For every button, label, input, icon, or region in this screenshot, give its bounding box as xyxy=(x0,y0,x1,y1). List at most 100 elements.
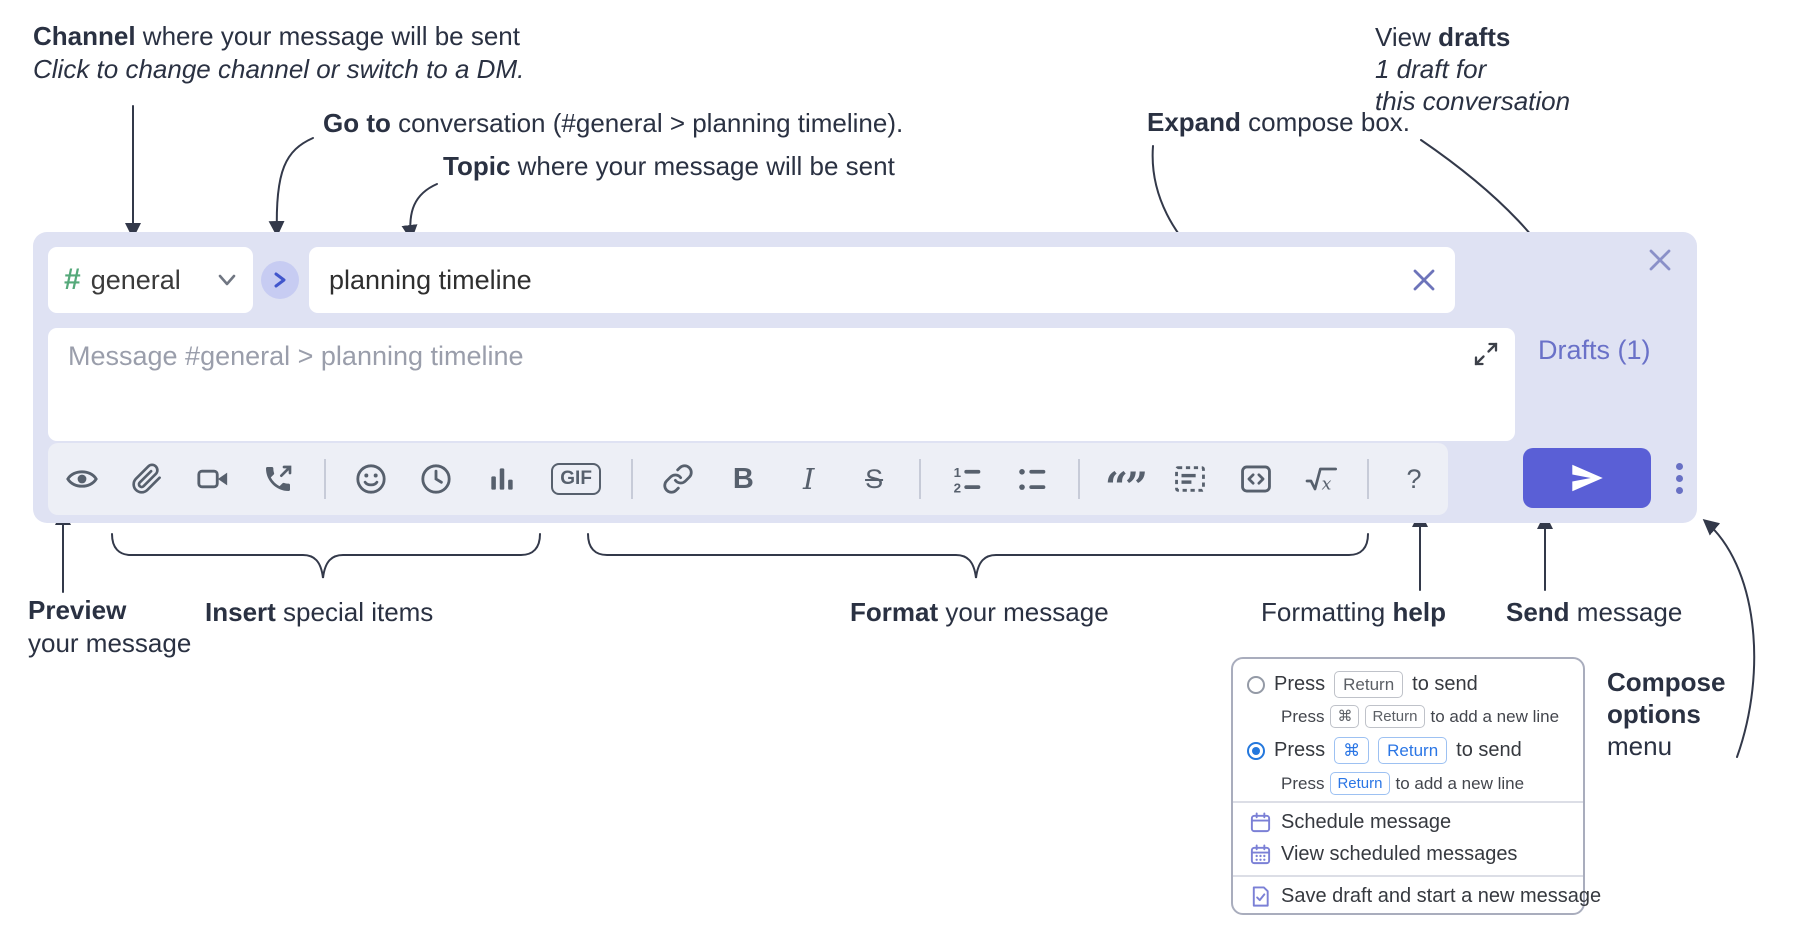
calendar-icon xyxy=(1250,812,1271,833)
toolbar-divider xyxy=(323,459,326,499)
kbd-return-blue: Return xyxy=(1378,737,1448,764)
option-cmd-enter-to-send[interactable]: Press ⌘ Return to send xyxy=(1247,737,1522,764)
svg-text:x: x xyxy=(1322,475,1332,495)
kbd-return: Return xyxy=(1365,705,1425,728)
kbd-return: Return xyxy=(1334,671,1404,698)
start-audio-call-button[interactable] xyxy=(258,456,298,502)
link-icon xyxy=(663,464,693,494)
quote-button[interactable]: “” xyxy=(1105,456,1148,511)
preview-button[interactable] xyxy=(62,456,102,502)
expand-icon xyxy=(1474,342,1498,366)
option-enter-to-send[interactable]: Press Return to send xyxy=(1247,671,1478,698)
insert-annotation: Insert special items xyxy=(205,597,434,627)
option-enter-subtext: Press ⌘ Return to add a new line xyxy=(1281,705,1559,728)
topic-annotation: Topic where your message will be sent xyxy=(443,151,895,181)
strikethrough-button[interactable]: S xyxy=(854,456,894,502)
add-global-time-button[interactable] xyxy=(416,456,456,502)
question-mark-icon: ? xyxy=(1406,463,1422,494)
expand-compose-button[interactable] xyxy=(1471,339,1501,369)
menu-divider xyxy=(1233,801,1583,803)
toolbar-divider xyxy=(1366,459,1369,499)
close-icon xyxy=(1649,249,1671,271)
radio-unselected-icon[interactable] xyxy=(1247,675,1265,694)
start-video-call-button[interactable] xyxy=(193,456,233,502)
menu-item-save-draft[interactable]: Save draft and start a new message xyxy=(1249,885,1601,908)
strikethrough-icon: S xyxy=(865,463,884,494)
hash-icon: # xyxy=(64,263,81,296)
goto-conversation-button[interactable] xyxy=(261,261,299,299)
compose-options-arrow xyxy=(1702,519,1756,758)
attach-file-button[interactable] xyxy=(127,456,167,502)
menu-item-view-scheduled[interactable]: View scheduled messages xyxy=(1249,843,1517,866)
insert-brace xyxy=(111,533,541,579)
compose-box: # general planning timeline Message #gen… xyxy=(33,232,1697,523)
kbd-cmd-blue: ⌘ xyxy=(1334,737,1370,764)
channel-selector[interactable]: # general xyxy=(48,247,253,313)
numbered-list-icon: 1 2 xyxy=(954,465,981,495)
bold-icon: B xyxy=(732,462,754,495)
toolbar-divider xyxy=(919,459,922,499)
topic-arrow xyxy=(401,183,438,241)
expand-annotation: Expand compose box. xyxy=(1147,107,1411,137)
link-button[interactable] xyxy=(658,456,698,502)
calendar-dots-icon xyxy=(1250,844,1271,865)
toolbar-divider xyxy=(630,459,633,499)
channel-annotation: Channel where your message will be sent … xyxy=(33,20,524,86)
video-camera-icon xyxy=(197,469,227,489)
channel-annotation-line2: Click to change channel or switch to a D… xyxy=(33,54,525,84)
code-button[interactable] xyxy=(1236,456,1276,502)
bulleted-list-button[interactable] xyxy=(1012,456,1052,502)
drafts-link[interactable]: Drafts (1) xyxy=(1538,335,1651,365)
clock-icon xyxy=(421,464,451,494)
formatting-help-annotation: Formatting help xyxy=(1261,597,1446,627)
close-compose-button[interactable] xyxy=(1642,242,1678,278)
code-icon xyxy=(1240,465,1271,493)
gif-icon: GIF xyxy=(551,463,601,495)
add-gif-button[interactable]: GIF xyxy=(547,456,605,502)
option-cmd-enter-subtext: Press Return to add a new line xyxy=(1281,772,1524,795)
menu-item-schedule-message[interactable]: Schedule message xyxy=(1249,811,1451,834)
send-button[interactable] xyxy=(1523,448,1651,508)
spoiler-icon xyxy=(1175,466,1206,492)
numbered-list-button[interactable]: 1 2 xyxy=(947,456,987,502)
spoiler-button[interactable] xyxy=(1170,456,1210,502)
bold-button[interactable]: B xyxy=(723,456,763,502)
view-drafts-annotation: View drafts 1 draft for this conversatio… xyxy=(1375,21,1570,117)
message-textarea[interactable]: Message #general > planning timeline xyxy=(48,328,1515,441)
topic-value: planning timeline xyxy=(329,264,532,295)
topic-input[interactable]: planning timeline xyxy=(309,247,1455,313)
bar-chart-icon xyxy=(491,468,513,490)
add-poll-button[interactable] xyxy=(482,456,522,502)
compose-options-menu: Press Return to send Press ⌘ Return to a… xyxy=(1231,657,1601,915)
channel-annotation-line1: Channel where your message will be sent xyxy=(33,21,520,51)
italic-icon: I xyxy=(802,462,815,496)
kbd-return-blue: Return xyxy=(1330,772,1390,795)
radio-selected-icon[interactable] xyxy=(1247,741,1265,760)
phone-call-icon xyxy=(266,465,292,491)
clear-topic-icon[interactable] xyxy=(1411,267,1437,293)
emoji-button[interactable] xyxy=(351,456,391,502)
format-brace xyxy=(587,533,1369,579)
formatting-help-button[interactable]: ? xyxy=(1394,456,1434,502)
svg-text:1: 1 xyxy=(954,465,962,480)
paperclip-icon xyxy=(132,463,162,494)
compose-toolbar: GIF B I S 1 2 xyxy=(48,443,1448,515)
view-drafts-line3: this conversation xyxy=(1375,86,1571,116)
compose-options-button[interactable] xyxy=(1659,448,1699,508)
chevron-down-icon xyxy=(218,274,236,286)
format-annotation: Format your message xyxy=(850,597,1109,627)
bulleted-list-icon xyxy=(1019,469,1046,490)
view-drafts-line1: View drafts xyxy=(1375,22,1511,52)
chevron-right-icon xyxy=(274,272,286,288)
italic-button[interactable]: I xyxy=(789,456,829,502)
math-button[interactable]: x xyxy=(1301,456,1341,502)
quote-icon: “” xyxy=(1105,464,1148,511)
kebab-menu-icon xyxy=(1675,462,1683,494)
goto-arrow xyxy=(268,137,314,237)
send-annotation: Send message xyxy=(1506,597,1683,627)
channel-name: general xyxy=(90,264,181,295)
paper-plane-icon xyxy=(1572,464,1603,492)
compose-options-annotation: Compose options menu xyxy=(1607,667,1726,761)
svg-text:2: 2 xyxy=(954,480,961,495)
goto-annotation: Go to conversation (#general > planning … xyxy=(323,108,904,138)
